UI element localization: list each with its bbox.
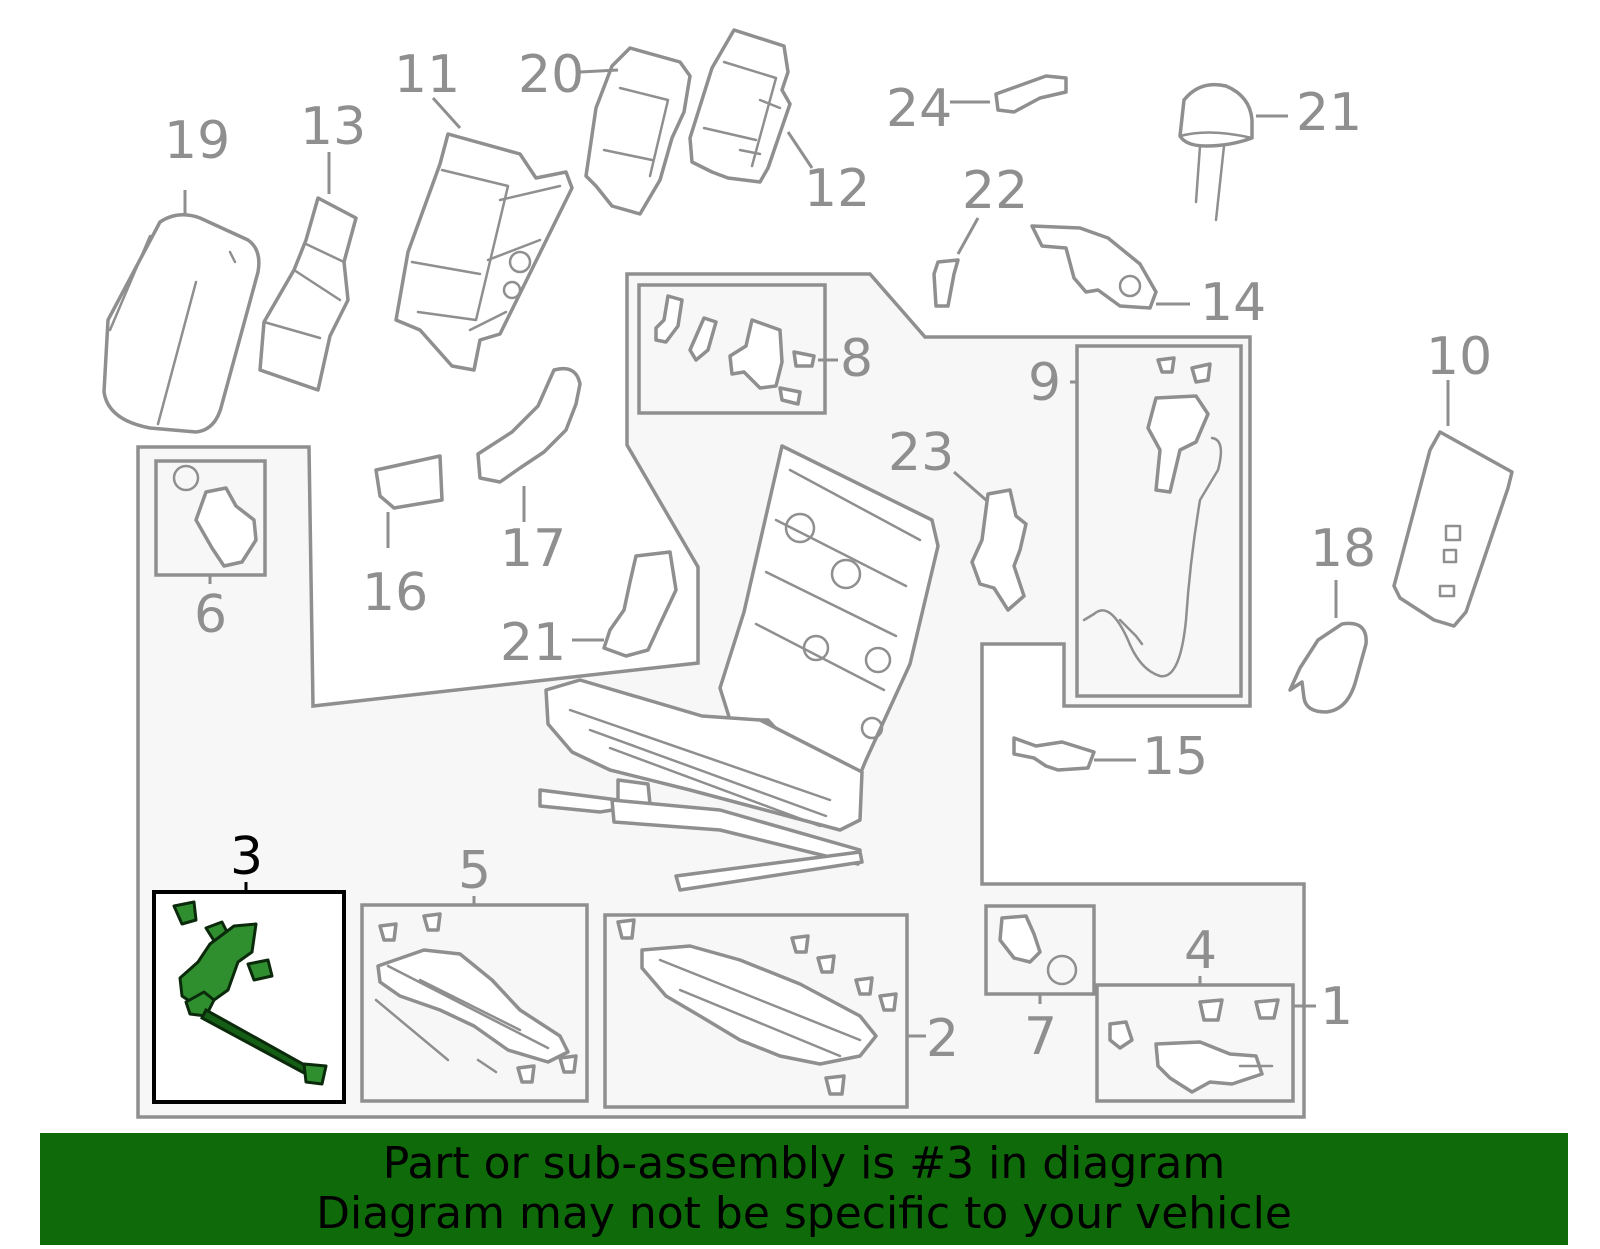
callout-13: 13: [300, 97, 366, 157]
callout-12: 12: [804, 159, 870, 219]
callout-18: 18: [1310, 519, 1376, 579]
part-21-side-trim: [602, 550, 678, 658]
callout-22: 22: [962, 161, 1028, 221]
callout-16: 16: [362, 563, 428, 623]
part-24-lever: [994, 74, 1068, 114]
callout-15: 15: [1142, 727, 1208, 787]
callout-19: 19: [164, 111, 230, 171]
part-16-bracket: [374, 454, 444, 510]
callout-10: 10: [1426, 327, 1492, 387]
callout-1: 1: [1320, 977, 1353, 1037]
part-19-seatback-cover: [102, 213, 261, 434]
callout-2: 2: [926, 1009, 959, 1069]
part-15-latch: [1012, 736, 1096, 772]
callout-7: 7: [1024, 1007, 1057, 1067]
callout-4: 4: [1184, 921, 1217, 981]
part-12-back-panel: [688, 28, 792, 184]
callout-23: 23: [888, 423, 954, 483]
part-13-pad: [258, 196, 358, 392]
callout-11: 11: [394, 45, 460, 105]
part-14-bracket: [1030, 224, 1158, 310]
callout-8: 8: [840, 329, 873, 389]
callout-17: 17: [500, 519, 566, 579]
part-3-highlighted: [172, 900, 328, 1086]
part-18-cap: [1288, 621, 1368, 714]
callout-5: 5: [458, 841, 491, 901]
part-10-side-panel: [1392, 430, 1514, 628]
callout-21-trim: 21: [500, 613, 566, 673]
part-11-seatback-pad: [394, 132, 574, 372]
callout-6: 6: [194, 585, 227, 645]
callout-14: 14: [1200, 273, 1266, 333]
part-20-trim-cover: [584, 46, 692, 216]
part-22-pin: [932, 258, 960, 308]
part-17-side-shield: [476, 366, 582, 484]
callout-20: 20: [518, 45, 584, 105]
callout-3: 3: [230, 827, 263, 887]
callout-9: 9: [1028, 353, 1061, 413]
seat-frame: [538, 444, 940, 892]
banner-line-1: Part or sub-assembly is #3 in diagram: [382, 1138, 1226, 1189]
info-banner: Part or sub-assembly is #3 in diagram Di…: [40, 1133, 1568, 1245]
callout-24: 24: [886, 79, 952, 139]
part-23-bracket: [970, 488, 1028, 612]
callout-21-headrest: 21: [1296, 83, 1362, 143]
banner-line-2: Diagram may not be specific to your vehi…: [316, 1188, 1292, 1239]
